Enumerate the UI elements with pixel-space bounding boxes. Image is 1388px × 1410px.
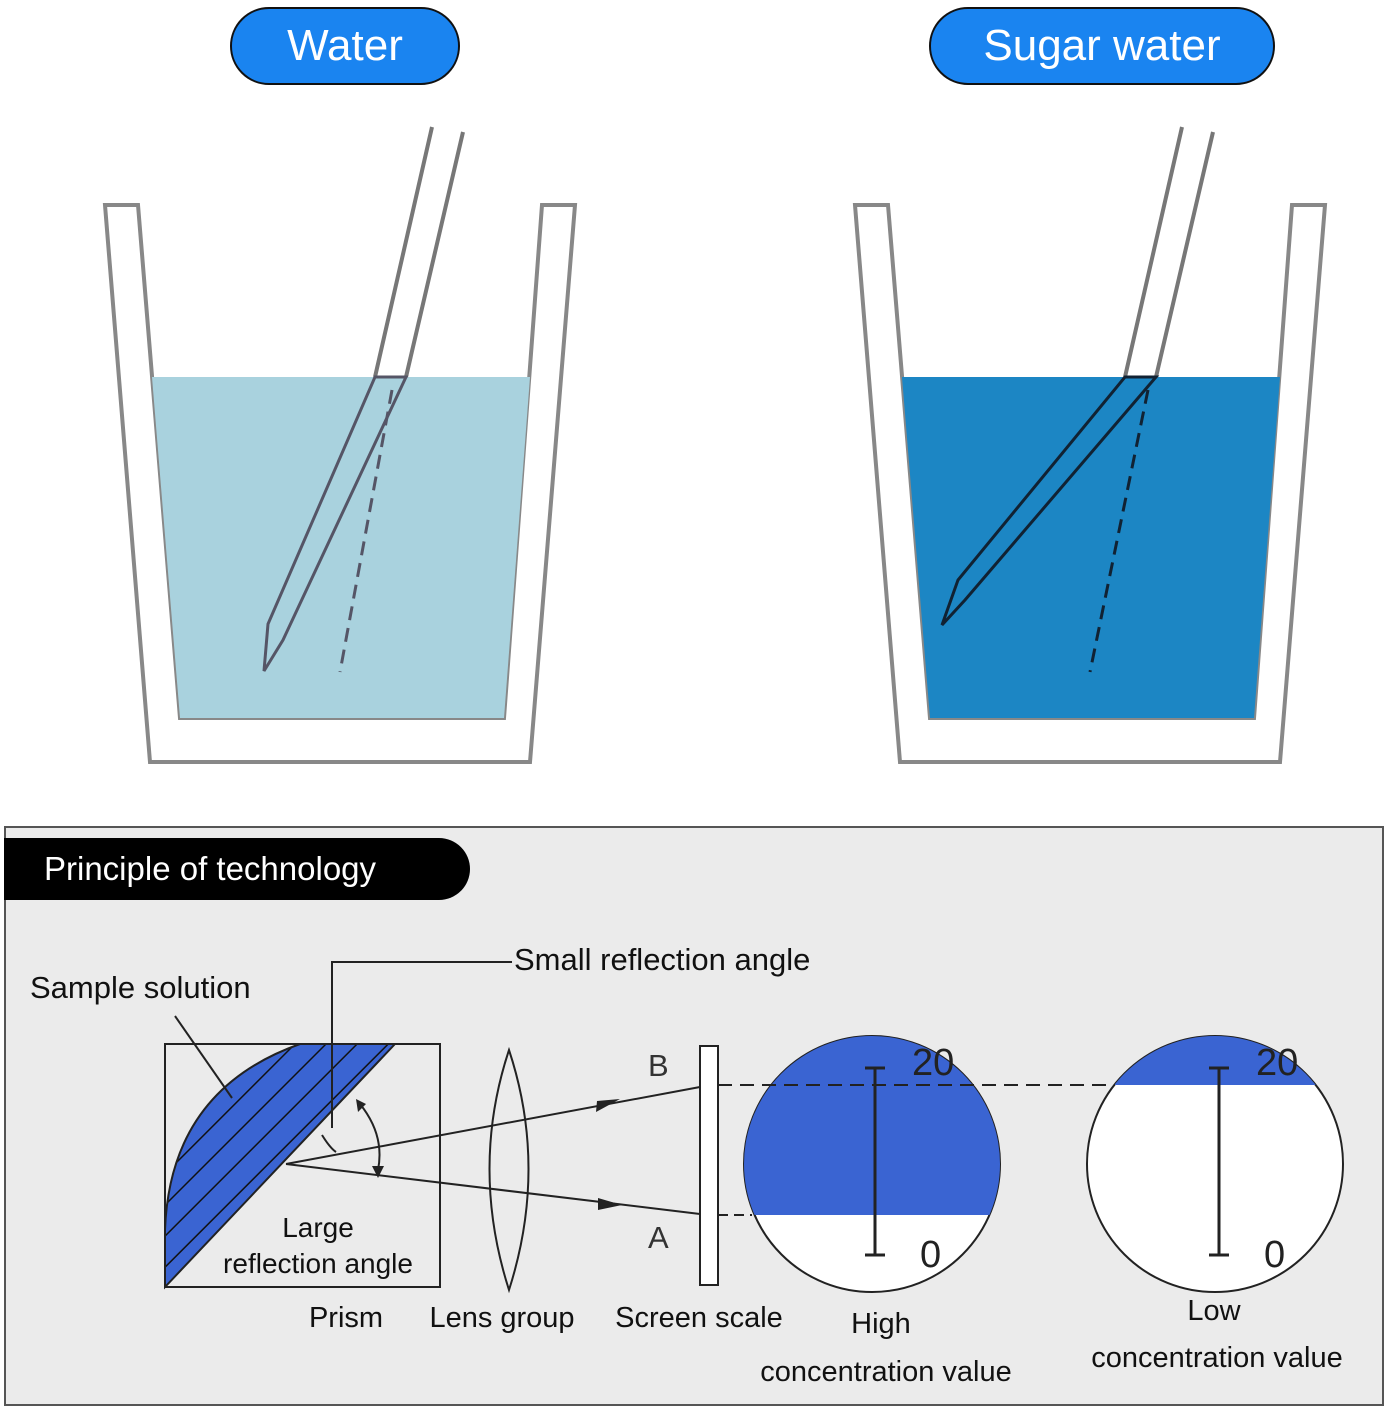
sugar-water-label: Sugar water	[983, 21, 1221, 70]
point-a-label: A	[648, 1220, 669, 1255]
sugar-water-label-pill: Sugar water	[929, 7, 1275, 85]
ray-to-a	[285, 1163, 701, 1215]
principle-title: Principle of technology	[44, 850, 377, 887]
large-angle-arrow-bottom	[372, 1166, 384, 1178]
ray-a-arrow	[598, 1198, 622, 1210]
sugar-straw-virtual	[1088, 389, 1150, 673]
small-angle-arc	[321, 1134, 337, 1153]
sample-solution-leader	[174, 1015, 233, 1099]
high-scale-top-label: 20	[912, 1042, 955, 1084]
lens-group-label: Lens group	[429, 1302, 575, 1334]
sample-solution-wedge	[164, 1043, 398, 1290]
sugar-water-fill	[902, 377, 1280, 718]
small-reflection-angle-label: Small reflection angle	[514, 942, 811, 977]
water-label-pill: Water	[230, 7, 460, 85]
sugar-straw-edge-1	[1123, 126, 1184, 378]
water-straw-edge-2	[404, 131, 465, 378]
water-label: Water	[287, 21, 403, 70]
sugar-straw-refracted	[940, 375, 1160, 627]
sugar-straw-edge-2	[1154, 131, 1215, 378]
low-scale-top-label: 20	[1256, 1042, 1299, 1084]
water-straw-refracted	[262, 375, 409, 672]
sugar-cup-outer	[852, 203, 1328, 764]
high-concentration-label-2: concentration value	[760, 1356, 1012, 1388]
ray-b-arrow	[596, 1099, 620, 1112]
sugar-water-cup	[852, 126, 1328, 764]
cups-illustration	[102, 126, 1328, 764]
small-angle-leader	[331, 961, 512, 1128]
principle-title-tag: Principle of technology	[4, 838, 470, 900]
water-fill	[152, 377, 530, 718]
screen-scale	[699, 1045, 719, 1286]
low-scale-bottom-label: 0	[1264, 1234, 1286, 1276]
high-concentration-label-1: High	[851, 1308, 911, 1340]
low-concentration-label-2: concentration value	[1091, 1342, 1343, 1374]
water-straw-edge-1	[373, 126, 434, 378]
water-cup	[102, 126, 578, 764]
screen-scale-label: Screen scale	[615, 1302, 783, 1334]
point-b-label: B	[648, 1048, 669, 1083]
large-angle-arrow-top	[356, 1099, 366, 1112]
water-straw-virtual	[338, 389, 394, 673]
prism-label: Prism	[308, 1302, 384, 1334]
large-reflection-angle-label-1: Large	[282, 1212, 354, 1243]
high-scale-bottom-label: 0	[920, 1234, 942, 1276]
large-reflection-angle-label-2: reflection angle	[223, 1248, 413, 1279]
large-angle-arc	[359, 1103, 381, 1171]
sample-solution-label: Sample solution	[30, 970, 251, 1005]
water-cup-outer	[102, 203, 578, 764]
lens-group	[488, 1046, 530, 1294]
low-concentration-label-1: Low	[1187, 1295, 1241, 1327]
